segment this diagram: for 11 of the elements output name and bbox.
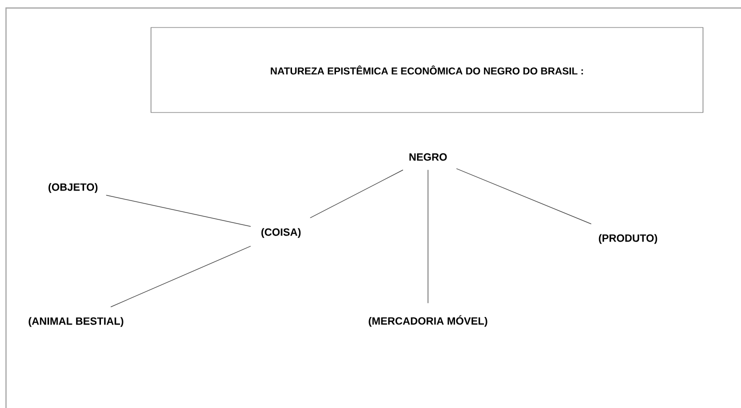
connector-line xyxy=(106,194,251,227)
concept-label: (COISA) xyxy=(261,228,301,238)
connector-line xyxy=(110,246,251,308)
concept-label: (ANIMAL BESTIAL) xyxy=(28,317,124,327)
concept-label: (PRODUTO) xyxy=(598,234,658,244)
connector-line xyxy=(456,168,592,224)
concept-label: NEGRO xyxy=(409,153,447,161)
title-box: NATUREZA EPISTÊMICA E ECONÔMICA DO NEGRO DO BRASIL : xyxy=(150,27,704,113)
concept-label: (OBJETO) xyxy=(48,183,98,193)
connector-line xyxy=(310,170,404,218)
concept-label: (MERCADORIA MÓVEL) xyxy=(368,315,488,327)
